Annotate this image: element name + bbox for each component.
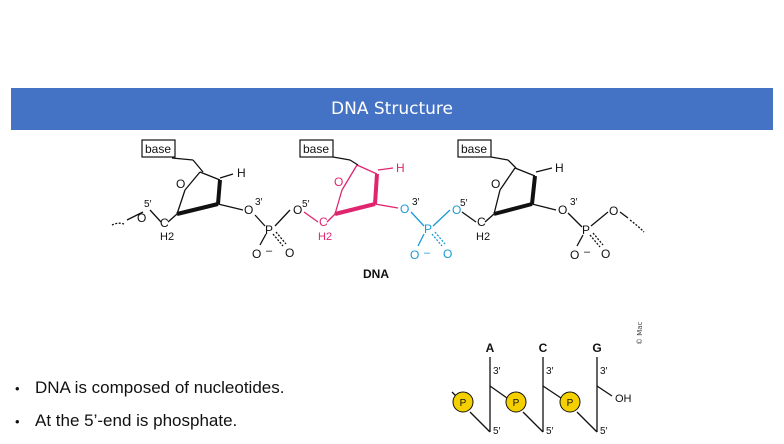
bullet-text-1: DNA is composed of nucleotides. bbox=[35, 378, 285, 397]
five-prime-label-3: 5′ bbox=[460, 198, 468, 209]
h2-label-1: H2 bbox=[160, 231, 174, 243]
bullet-text-2: At the 5’-end is phosphate. bbox=[35, 411, 238, 430]
base-box-3 bbox=[457, 139, 492, 158]
o-label-1d: O bbox=[285, 246, 294, 260]
base-label-1: base bbox=[145, 142, 171, 156]
c-label-1: C bbox=[160, 216, 169, 230]
base-g: G bbox=[592, 341, 601, 355]
h2-label-2: H2 bbox=[318, 231, 332, 243]
phosphate-circle-1: P bbox=[452, 391, 474, 413]
phosphate-label-3: P bbox=[567, 398, 574, 409]
three-prime-label-1: 3′ bbox=[255, 197, 263, 208]
phosphate-group-1 bbox=[254, 209, 291, 247]
phosphate-label-1: P bbox=[460, 398, 467, 409]
phosphate-circle-2: P bbox=[505, 391, 527, 413]
o-label-1b: O bbox=[244, 203, 253, 217]
o-label-2b: O bbox=[410, 248, 419, 262]
credit-text: © Mac bbox=[636, 321, 644, 345]
p-label-3: P bbox=[582, 223, 590, 237]
c-label-3: C bbox=[477, 215, 486, 229]
strand-three-prime-1: 3′ bbox=[493, 366, 501, 377]
ring-o-label-3: O bbox=[491, 177, 500, 191]
ring-o-label-1: O bbox=[176, 177, 185, 191]
strand-five-prime-2: 5′ bbox=[546, 426, 554, 437]
o-label-3a: O bbox=[558, 203, 567, 217]
bullet-item: • DNA is composed of nucleotides. bbox=[15, 378, 285, 397]
strand-backbone bbox=[451, 357, 613, 433]
p-label-2: P bbox=[424, 222, 432, 236]
minus-label-3: – bbox=[584, 246, 591, 258]
o-label-3d: O bbox=[609, 204, 618, 218]
base-label-3: base bbox=[461, 142, 487, 156]
h-label-1: H bbox=[237, 166, 246, 180]
h-label-2: H bbox=[396, 161, 405, 175]
five-prime-label-1: 5′ bbox=[144, 199, 152, 210]
page-title: DNA Structure bbox=[331, 99, 453, 119]
o-label-2c: O bbox=[443, 247, 452, 261]
three-prime-label-3: 3′ bbox=[570, 197, 578, 208]
phosphate-circle-3: P bbox=[559, 391, 581, 413]
minus-label-1: – bbox=[266, 245, 273, 257]
o-label-2d: O bbox=[452, 203, 461, 217]
nucleotide-3 bbox=[461, 156, 557, 223]
strand-three-prime-3: 3′ bbox=[600, 366, 608, 377]
o-label-3b: O bbox=[570, 248, 579, 262]
phosphate-group-2 bbox=[410, 209, 451, 247]
c-label-2: C bbox=[319, 215, 328, 229]
five-prime-label-2: 5′ bbox=[302, 199, 310, 210]
base-label-2: base bbox=[303, 142, 329, 156]
o-label-1a: O bbox=[137, 211, 146, 225]
bullet-list: • DNA is composed of nucleotides. • At t… bbox=[15, 378, 284, 444]
bullet-item: • At the 5’-end is phosphate. bbox=[15, 411, 238, 430]
base-box-2 bbox=[299, 139, 334, 158]
h-label-3: H bbox=[555, 161, 564, 175]
o-label-1c: O bbox=[252, 247, 261, 261]
phosphate-label-2: P bbox=[513, 398, 520, 409]
strand-three-prime-2: 3′ bbox=[546, 366, 554, 377]
oh-label: OH bbox=[615, 393, 632, 405]
o-label-1e: O bbox=[293, 203, 302, 217]
p-label-1: P bbox=[265, 223, 273, 237]
ring-o-label-2: O bbox=[334, 175, 343, 189]
h2-label-3: H2 bbox=[476, 231, 490, 243]
nucleotide-2 bbox=[303, 164, 399, 223]
minus-label-2: – bbox=[424, 247, 431, 259]
strand-five-prime-3: 5′ bbox=[600, 426, 608, 437]
phosphate-group-3 bbox=[567, 211, 645, 248]
base-c: C bbox=[539, 341, 548, 355]
diagram-caption: DNA bbox=[363, 267, 389, 281]
title-bar: DNA Structure bbox=[11, 88, 773, 130]
o-label-2a: O bbox=[400, 202, 409, 216]
base-box-1 bbox=[141, 139, 176, 158]
o-label-3c: O bbox=[601, 247, 610, 261]
strand-five-prime-1: 5′ bbox=[493, 426, 501, 437]
nucleotide-1 bbox=[111, 157, 244, 226]
three-prime-label-2: 3′ bbox=[412, 197, 420, 208]
base-a: A bbox=[486, 341, 495, 355]
